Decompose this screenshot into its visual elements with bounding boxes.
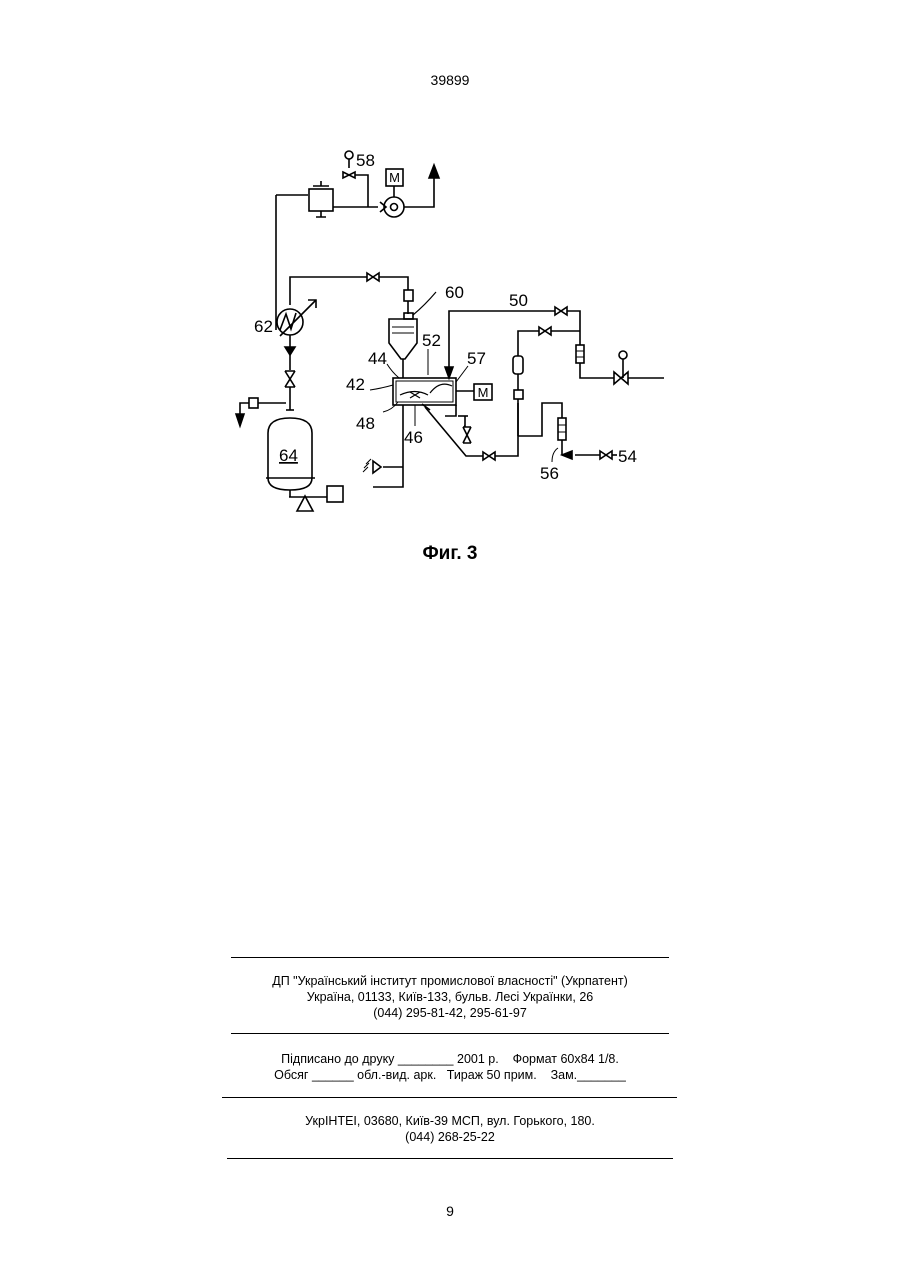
label-54: 54 — [618, 447, 637, 466]
printer-phone-line: (044) 268-25-22 — [0, 1129, 900, 1145]
publisher-line: ДП "Український інститут промислової вла… — [0, 973, 900, 989]
label-64: 64 — [279, 446, 298, 465]
motor-label-reactor: M — [478, 385, 489, 400]
divider-line — [222, 1097, 677, 1098]
label-60: 60 — [445, 283, 464, 302]
label-48: 48 — [356, 414, 375, 433]
publisher-phone-line: (044) 295-81-42, 295-61-97 — [0, 1005, 900, 1021]
print-info-line: Обсяг ______ обл.-вид. арк. Тираж 50 при… — [0, 1067, 900, 1083]
label-56: 56 — [540, 464, 559, 483]
page-number: 9 — [0, 1203, 900, 1219]
print-info-block: Підписано до друку ________ 2001 р. Форм… — [0, 1051, 900, 1083]
label-57: 57 — [467, 349, 486, 368]
divider-line — [231, 1033, 669, 1034]
divider-line — [227, 1158, 673, 1159]
document-number: 39899 — [0, 72, 900, 88]
label-50: 50 — [509, 291, 528, 310]
label-46: 46 — [404, 428, 423, 447]
label-58: 58 — [356, 151, 375, 170]
publisher-block: ДП "Український інститут промислової вла… — [0, 973, 900, 1021]
printer-block: УкрІНТЕІ, 03680, Київ-39 МСП, вул. Горьк… — [0, 1113, 900, 1145]
publisher-address-line: Україна, 01133, Київ-133, бульв. Лесі Ук… — [0, 989, 900, 1005]
label-44: 44 — [368, 349, 387, 368]
motor-label-top: M — [389, 170, 400, 185]
print-info-line: Підписано до друку ________ 2001 р. Форм… — [0, 1051, 900, 1067]
process-diagram-figure: 58 60 50 62 52 44 57 42 48 46 64 56 54 M… — [228, 145, 678, 525]
printer-address-line: УкрІНТЕІ, 03680, Київ-39 МСП, вул. Горьк… — [0, 1113, 900, 1129]
label-62: 62 — [254, 317, 273, 336]
label-42: 42 — [346, 375, 365, 394]
figure-caption: Фиг. 3 — [0, 543, 900, 565]
divider-line — [231, 957, 669, 958]
label-52: 52 — [422, 331, 441, 350]
